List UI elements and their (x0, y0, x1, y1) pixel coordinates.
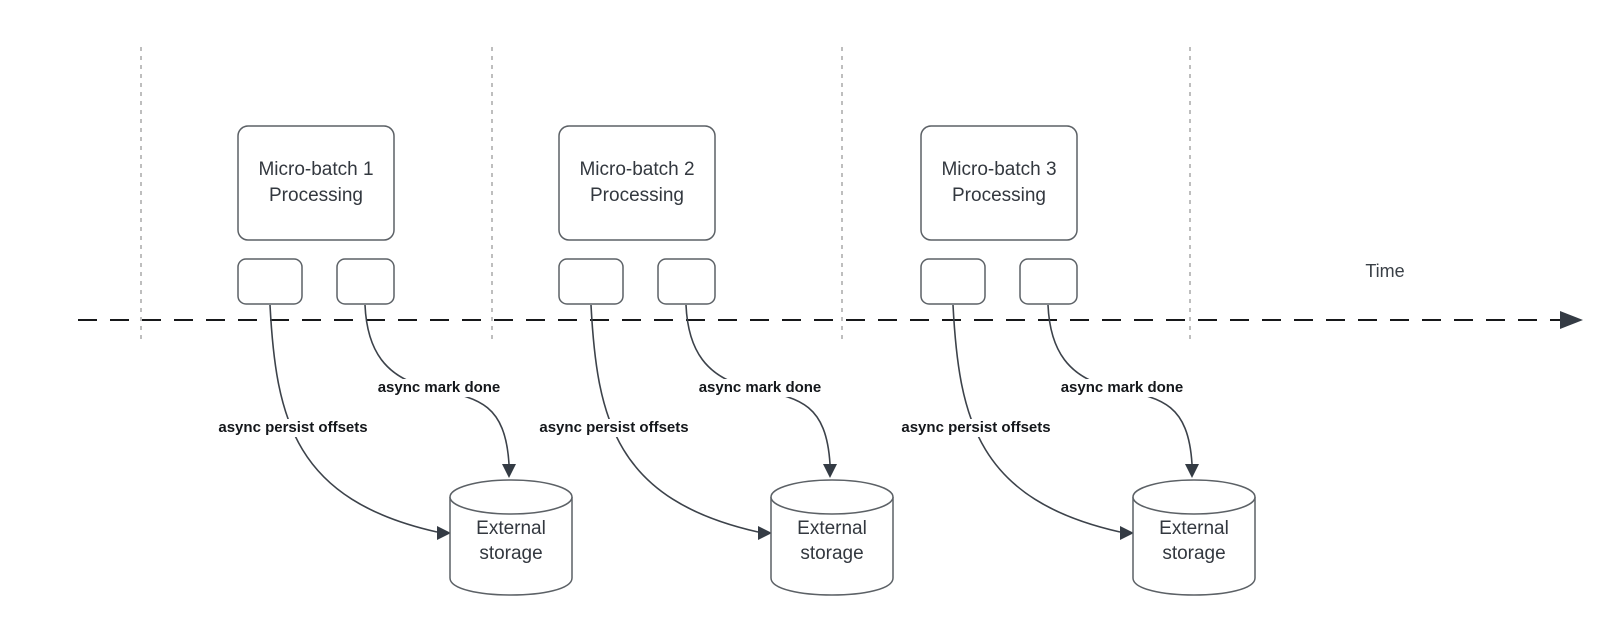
done-arrowhead-icon (823, 464, 837, 478)
processing-box (237, 125, 395, 241)
done-arrowhead-icon (502, 464, 516, 478)
storage-line2: storage (479, 542, 543, 564)
group-micro-batch-2 (558, 125, 894, 596)
persist-task-box (237, 258, 303, 305)
done-arrow-label: async mark done (337, 379, 541, 397)
processing-box-line2: Processing (590, 185, 684, 206)
storage-line1: External (1159, 517, 1229, 539)
persist-arrow-label: async persist offsets (874, 419, 1078, 437)
done-task-box (336, 258, 395, 305)
storage-cylinder-top (770, 479, 894, 515)
processing-box-line1: Micro-batch 2 (579, 159, 695, 180)
done-arrow-label: async mark done (1020, 379, 1224, 397)
storage-line1: External (797, 517, 867, 539)
storage-cylinder-top (449, 479, 573, 515)
processing-box-label: Micro-batch 3 Processing (921, 126, 1077, 240)
processing-box (558, 125, 716, 241)
storage-line2: storage (1162, 542, 1226, 564)
time-axis-label: Time (1365, 261, 1405, 281)
storage-cylinder-top (1132, 479, 1256, 515)
done-arrowhead-icon (1185, 464, 1199, 478)
processing-box-line1: Micro-batch 1 (258, 159, 374, 180)
processing-box-line1: Micro-batch 3 (941, 159, 1057, 180)
storage-cylinder-label: External storage (450, 503, 572, 578)
storage-line2: storage (800, 542, 864, 564)
persist-arrow-label: async persist offsets (512, 419, 716, 437)
storage-cylinder-body (449, 497, 573, 596)
done-task-box (657, 258, 716, 305)
group-micro-batch-1 (237, 125, 573, 596)
processing-box-line2: Processing (952, 185, 1046, 206)
persist-arrowhead-icon (758, 526, 772, 540)
persist-task-box (920, 258, 986, 305)
processing-box-label: Micro-batch 1 Processing (238, 126, 394, 240)
persist-arrow (590, 304, 759, 533)
storage-cylinder-label: External storage (1133, 503, 1255, 578)
persist-arrowhead-icon (437, 526, 451, 540)
persist-arrow-label: async persist offsets (191, 419, 395, 437)
processing-box-line2: Processing (269, 185, 363, 206)
storage-cylinder-body (1132, 497, 1256, 596)
persist-arrow (952, 304, 1121, 533)
done-arrow-label: async mark done (658, 379, 862, 397)
persist-arrowhead-icon (1120, 526, 1134, 540)
storage-cylinder-label: External storage (771, 503, 893, 578)
storage-line1: External (476, 517, 546, 539)
time-axis-arrowhead-icon (1560, 311, 1583, 329)
processing-box (920, 125, 1078, 241)
persist-arrow (269, 304, 438, 533)
group-micro-batch-3 (920, 125, 1256, 596)
processing-box-label: Micro-batch 2 Processing (559, 126, 715, 240)
persist-task-box (558, 258, 624, 305)
storage-cylinder-body (770, 497, 894, 596)
done-task-box (1019, 258, 1078, 305)
